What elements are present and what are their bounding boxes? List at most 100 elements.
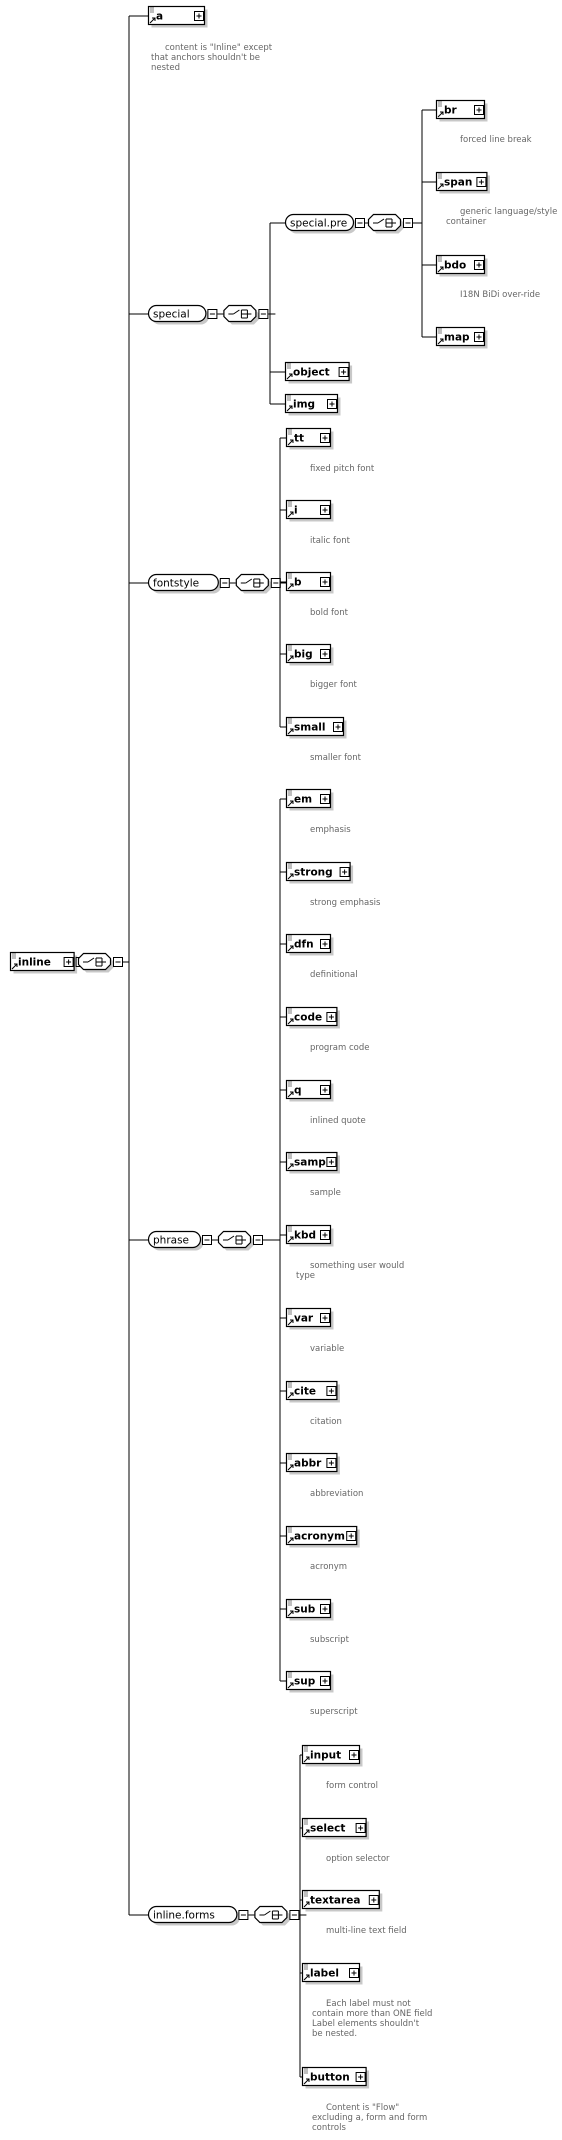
- collapse-icon[interactable]: [289, 1910, 300, 1920]
- expand-icon[interactable]: [326, 1012, 337, 1022]
- element-var[interactable]: var: [285, 1307, 334, 1330]
- element-button[interactable]: button: [301, 2066, 370, 2089]
- element-label: select: [310, 1823, 345, 1835]
- expand-icon[interactable]: [355, 1823, 366, 1833]
- attributes-icon: [288, 935, 292, 941]
- reference-arrow-icon: [303, 1901, 310, 1908]
- element-label: textarea: [310, 1895, 360, 1907]
- element-a[interactable]: a: [147, 5, 208, 28]
- group-special[interactable]: special: [147, 304, 209, 325]
- expand-icon[interactable]: [349, 1968, 359, 1978]
- expand-icon[interactable]: [368, 1895, 379, 1905]
- reference-arrow-icon: [303, 1756, 310, 1763]
- expand-icon[interactable]: [320, 433, 330, 443]
- element-object[interactable]: object: [284, 361, 353, 384]
- element-label: label: [310, 1968, 339, 1980]
- expand-icon[interactable]: [320, 577, 330, 587]
- group-inline-forms[interactable]: inline.forms: [147, 1905, 240, 1926]
- choice-compositor-icon[interactable]: [254, 1905, 290, 1926]
- choice-compositor-icon[interactable]: [217, 1230, 254, 1251]
- expand-icon[interactable]: [327, 399, 337, 409]
- group-fontstyle[interactable]: fontstyle: [147, 573, 222, 594]
- choice-compositor-icon[interactable]: [367, 213, 404, 234]
- annotation-text: generic language/style: [460, 207, 557, 217]
- element-label: em: [294, 794, 312, 806]
- collapse-icon[interactable]: [113, 957, 123, 967]
- expand-icon[interactable]: [63, 957, 74, 967]
- element-span[interactable]: span: [435, 171, 490, 194]
- choice-compositor-icon[interactable]: [223, 304, 259, 325]
- expand-icon[interactable]: [326, 1458, 337, 1468]
- collapse-icon[interactable]: [202, 1235, 212, 1245]
- expand-icon[interactable]: [320, 1230, 330, 1240]
- expand-icon[interactable]: [333, 722, 343, 732]
- expand-icon[interactable]: [474, 332, 484, 342]
- element-select[interactable]: select: [301, 1817, 370, 1840]
- expand-icon[interactable]: [355, 2072, 366, 2082]
- element-sub[interactable]: sub: [285, 1598, 334, 1621]
- expand-icon[interactable]: [320, 1604, 330, 1614]
- group-special-pre[interactable]: special.pre: [284, 213, 357, 234]
- element-label: sup: [294, 1676, 316, 1688]
- collapse-icon[interactable]: [219, 578, 230, 588]
- attributes-icon: [438, 328, 442, 334]
- expand-icon[interactable]: [476, 177, 487, 187]
- group-label: fontstyle: [153, 578, 199, 590]
- expand-icon[interactable]: [320, 505, 330, 515]
- collapse-icon[interactable]: [253, 1235, 263, 1245]
- attributes-icon: [288, 1081, 292, 1087]
- expand-icon[interactable]: [326, 1157, 337, 1167]
- expand-icon[interactable]: [320, 794, 330, 804]
- element-strong[interactable]: strong: [285, 861, 354, 884]
- annotation-text: program code: [310, 1043, 369, 1053]
- collapse-icon[interactable]: [238, 1910, 249, 1920]
- element-label[interactable]: label: [301, 1962, 363, 1985]
- collapse-icon[interactable]: [355, 218, 365, 228]
- expand-icon[interactable]: [346, 1531, 357, 1541]
- expand-icon[interactable]: [474, 260, 484, 270]
- expand-icon[interactable]: [320, 1313, 330, 1323]
- element-small[interactable]: small: [285, 716, 347, 739]
- group-phrase[interactable]: phrase: [147, 1230, 204, 1251]
- element-textarea[interactable]: textarea: [301, 1889, 383, 1912]
- expand-icon[interactable]: [339, 867, 350, 877]
- reference-arrow-icon: [303, 1829, 310, 1836]
- element-input[interactable]: input: [301, 1744, 363, 1767]
- element-label: acronym: [294, 1531, 345, 1543]
- annotation-text: sample: [310, 1188, 341, 1198]
- collapse-icon[interactable]: [207, 309, 218, 319]
- expand-icon[interactable]: [349, 1750, 359, 1760]
- reference-arrow-icon: [287, 655, 294, 662]
- element-dfn[interactable]: dfn: [285, 933, 334, 956]
- element-b[interactable]: b: [285, 571, 334, 594]
- element-label: bdo: [444, 260, 466, 272]
- expand-icon[interactable]: [474, 105, 484, 115]
- annotation-text: inlined quote: [310, 1116, 366, 1126]
- annotation-text: nested: [151, 63, 180, 73]
- attributes-icon: [288, 1226, 292, 1232]
- choice-compositor-icon[interactable]: [235, 573, 272, 594]
- annotation-text: option selector: [326, 1854, 390, 1864]
- element-i[interactable]: i: [285, 499, 334, 522]
- collapse-icon[interactable]: [258, 309, 269, 319]
- expand-icon[interactable]: [320, 939, 330, 949]
- expand-icon[interactable]: [320, 649, 330, 659]
- choice-compositor-icon[interactable]: [77, 952, 114, 973]
- reference-arrow-icon: [287, 873, 294, 880]
- expand-icon[interactable]: [194, 11, 204, 21]
- attributes-icon: [287, 363, 291, 369]
- expand-icon[interactable]: [326, 1386, 337, 1396]
- element-cite[interactable]: cite: [285, 1380, 340, 1403]
- expand-icon[interactable]: [338, 367, 349, 377]
- element-acronym[interactable]: acronym: [285, 1525, 360, 1548]
- expand-icon[interactable]: [320, 1085, 330, 1095]
- attributes-icon: [304, 1891, 308, 1897]
- collapse-icon[interactable]: [403, 218, 413, 228]
- expand-icon[interactable]: [320, 1676, 330, 1686]
- element-inline[interactable]: inline: [9, 951, 78, 974]
- attributes-icon: [150, 7, 154, 13]
- attributes-icon: [304, 1819, 308, 1825]
- attributes-icon: [288, 863, 292, 869]
- collapse-icon[interactable]: [270, 578, 281, 588]
